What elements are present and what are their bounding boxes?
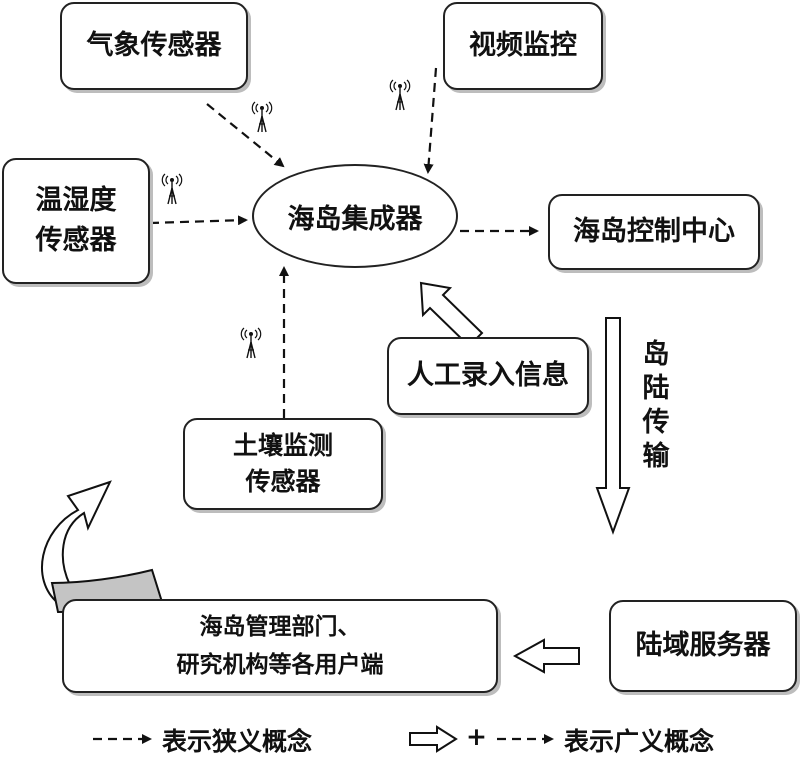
wireless-antenna-icon (161, 173, 183, 205)
wireless-antenna-icon (251, 101, 273, 133)
legend-plus-sign: + (466, 722, 487, 751)
soil-sensor-label-line1: 土壤监测 (232, 431, 333, 460)
land-server-box: 陆域服务器 (609, 600, 797, 692)
wireless-antenna-icon (389, 79, 411, 111)
arrow-temp-to-integrator (149, 215, 248, 226)
transfer-char: 岛 (642, 339, 670, 370)
users-label-line1: 海岛管理部门、 (199, 614, 361, 640)
soil-sensor-label-line2: 传感器 (245, 467, 321, 496)
temp-humidity-label-line2: 传感器 (35, 225, 117, 256)
transfer-char: 陆 (642, 373, 670, 404)
temp-humidity-sensor-box: 温湿度 传感器 (2, 158, 150, 284)
curved-feedback-arrow (41, 480, 112, 605)
island-control-center-label: 海岛控制中心 (573, 216, 735, 247)
island-integrator-label: 海岛集成器 (287, 203, 423, 235)
soil-sensor-box: 土壤监测 传感器 (183, 418, 383, 510)
wireless-antenna-icon (240, 327, 262, 359)
video-monitor-box: 视频监控 (443, 2, 603, 90)
transfer-char: 传 (642, 407, 670, 438)
manual-entry-label: 人工录入信息 (407, 360, 569, 391)
temp-humidity-label-line1: 温湿度 (35, 185, 117, 216)
weather-sensor-label: 气象传感器 (86, 30, 222, 61)
arrow-video-to-integrator (423, 67, 438, 174)
land-server-label: 陆域服务器 (635, 630, 771, 661)
island-control-center-box: 海岛控制中心 (548, 194, 760, 270)
hollow-arrow-server-to-users (512, 638, 580, 674)
manual-entry-box: 人工录入信息 (387, 337, 589, 415)
hollow-arrow-island-land-transfer (595, 317, 631, 535)
arrow-weather-to-integrator (206, 103, 285, 168)
legend-broad-concept: 表示广义概念 (564, 727, 715, 756)
video-monitor-label: 视频监控 (469, 30, 577, 61)
legend-narrow-concept: 表示狭义概念 (162, 727, 313, 756)
weather-sensor-box: 气象传感器 (60, 2, 248, 90)
island-land-transfer-label: 岛 陆 传 输 (636, 338, 676, 474)
users-label-line2: 研究机构等各用户端 (176, 652, 384, 678)
island-integrator-node: 海岛集成器 (252, 164, 458, 268)
users-box: 海岛管理部门、 研究机构等各用户端 (62, 599, 498, 693)
legend-hollow-arrow (409, 725, 458, 753)
transfer-char: 输 (642, 441, 670, 472)
